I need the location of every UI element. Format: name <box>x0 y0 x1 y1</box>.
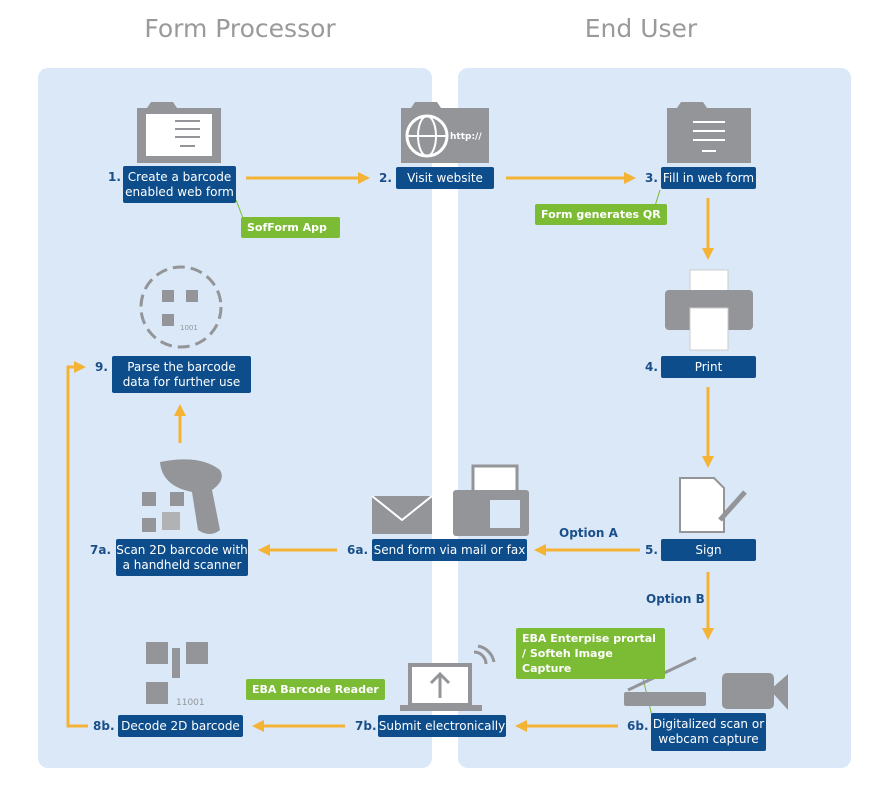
step-9-box: Parse the barcode data for further use <box>112 356 251 393</box>
step-6b-number: 6b. <box>627 719 649 733</box>
svg-text:11001: 11001 <box>176 698 205 708</box>
step-3-number: 3. <box>645 171 658 185</box>
step-5-box: Sign <box>661 539 756 561</box>
step-8b-box: Decode 2D barcode <box>118 715 243 737</box>
step-1-number: 1. <box>108 170 121 184</box>
step-7b-box: Submit electronically <box>378 715 506 737</box>
step-1-box: Create a barcode enabled web form <box>123 166 236 203</box>
step-2-number: 2. <box>379 171 392 185</box>
mail-envelope-icon <box>371 495 433 534</box>
step-3-box: Fill in web form <box>661 167 756 189</box>
step-4-box: Print <box>661 356 756 378</box>
form-folder-icon <box>137 102 221 163</box>
step-7a-box: Scan 2D barcode with a handheld scanner <box>116 539 248 576</box>
parse-qr-cycle-icon: 1001 <box>139 265 223 349</box>
step-7a-number: 7a. <box>90 543 112 557</box>
eba-portal-note: EBA Enterpise prortal / Softeh Image Cap… <box>516 628 665 679</box>
form-processor-header: Form Processor <box>144 14 336 43</box>
laptop-upload-icon <box>400 644 496 711</box>
step-5-number: 5. <box>645 543 658 557</box>
arrow-8b-9 <box>66 361 88 728</box>
webcam-icon <box>722 673 788 710</box>
step-2-box: Visit website <box>396 167 494 189</box>
step-6b-box: Digitalized scan or webcam capture <box>651 713 766 751</box>
sofform-app-note: SofForm App <box>241 217 340 238</box>
step-6a-number: 6a. <box>347 543 369 557</box>
end-user-header: End User <box>584 14 698 43</box>
option-b-label: Option B <box>646 592 705 606</box>
handheld-scanner-icon <box>160 459 222 534</box>
option-a-label: Option A <box>559 526 618 540</box>
fax-machine-icon <box>453 464 529 536</box>
step-8b-number: 8b. <box>93 719 115 733</box>
sign-document-icon <box>679 477 747 533</box>
qr-code-icon-scan <box>142 492 184 532</box>
printer-icon <box>665 269 753 351</box>
qr-code-icon-decode: 11001 <box>146 642 208 708</box>
web-form-icon <box>667 102 751 163</box>
svg-text:http://: http:// <box>450 132 482 142</box>
eba-barcode-reader-note: EBA Barcode Reader <box>246 679 385 700</box>
website-globe-icon: http:// <box>401 102 489 163</box>
svg-text:1001: 1001 <box>180 324 198 332</box>
step-9-number: 9. <box>95 360 108 374</box>
step-6a-box: Send form via mail or fax <box>372 539 527 561</box>
step-4-number: 4. <box>645 360 658 374</box>
step-7b-number: 7b. <box>355 719 377 733</box>
form-generates-qr-note: Form generates QR <box>535 204 667 225</box>
